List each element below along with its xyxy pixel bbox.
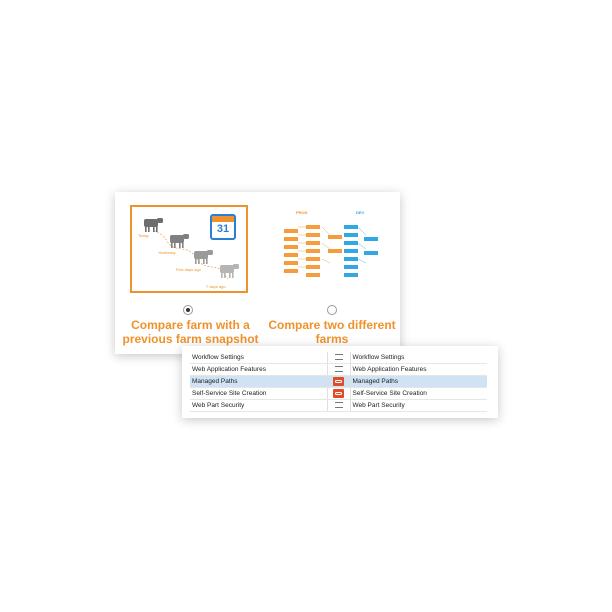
table-row[interactable]: Self-Service Site Creation Self-Service … — [190, 387, 487, 400]
two-farms-option-label[interactable]: Compare two different farms — [262, 318, 402, 346]
right-setting-name: Managed Paths — [350, 375, 487, 388]
table-row[interactable]: Managed Paths Managed Paths — [190, 375, 487, 388]
dev-server-icon — [344, 273, 358, 277]
prod-server-icon — [328, 249, 342, 253]
dev-server-icon — [344, 241, 358, 245]
dev-server-icon — [344, 249, 358, 253]
timeline-label-today: Today — [138, 233, 149, 238]
equal-icon — [334, 354, 343, 361]
snapshot-option-label-line1: Compare farm with a — [131, 318, 250, 332]
prod-farm-label: PROD — [296, 210, 308, 215]
left-setting-name: Web Application Features — [190, 363, 327, 376]
dev-server-icon — [344, 257, 358, 261]
prod-server-icon — [306, 265, 320, 269]
right-setting-name: Workflow Settings — [350, 352, 487, 364]
dev-server-icon — [364, 237, 378, 241]
prod-server-icon — [306, 225, 320, 229]
right-setting-name: Web Application Features — [350, 363, 487, 376]
right-setting-name: Web Part Security — [350, 399, 487, 412]
two-farms-option-radio[interactable] — [327, 305, 337, 315]
snapshot-option-radio[interactable] — [183, 305, 193, 315]
equal-icon — [334, 402, 343, 409]
timeline-label-yesterday: Yesterday — [158, 250, 176, 255]
two-farms-option-card[interactable]: PROD DEV — [268, 205, 386, 293]
prod-server-icon — [306, 273, 320, 277]
table-row[interactable]: Web Application Features Web Application… — [190, 363, 487, 376]
dev-server-icon — [344, 225, 358, 229]
left-setting-name: Web Part Security — [190, 399, 327, 412]
snapshot-option-label-line2: previous farm snapshot — [122, 332, 259, 346]
prod-server-icon — [284, 245, 298, 249]
timeline-label-five-days: Five days ago — [176, 267, 201, 272]
left-setting-name: Self-Service Site Creation — [190, 387, 327, 400]
table-row[interactable]: Web Part Security Web Part Security — [190, 399, 487, 412]
timeline-label-seven-days: 7 days ago — [206, 284, 226, 289]
prod-server-icon — [284, 269, 298, 273]
left-setting-name: Workflow Settings — [190, 352, 327, 364]
cow-timeline-illustration — [144, 218, 239, 280]
equal-icon — [334, 366, 343, 373]
calendar-icon: 31 — [210, 214, 236, 240]
dev-server-icon — [344, 265, 358, 269]
dev-server-icon — [364, 251, 378, 255]
dev-farm-label: DEV — [356, 210, 365, 215]
snapshot-option-card[interactable]: 31 Today Yesterday Five days ago 7 days … — [130, 205, 248, 293]
left-setting-name: Managed Paths — [190, 375, 327, 388]
prod-server-icon — [306, 249, 320, 253]
two-farms-option-label-line2: farms — [315, 332, 349, 346]
difference-icon — [333, 389, 344, 398]
prod-server-icon — [284, 229, 298, 233]
prod-server-icon — [284, 261, 298, 265]
prod-server-icon — [306, 257, 320, 261]
dev-server-icon — [344, 233, 358, 237]
prod-server-icon — [284, 253, 298, 257]
prod-server-icon — [328, 235, 342, 239]
two-farms-option-label-line1: Compare two different — [268, 318, 396, 332]
prod-server-icon — [306, 233, 320, 237]
difference-icon — [333, 377, 344, 386]
right-setting-name: Self-Service Site Creation — [350, 387, 487, 400]
table-row[interactable]: Workflow Settings Workflow Settings — [190, 352, 487, 364]
farm-topology-diagram — [298, 226, 367, 268]
calendar-day-number: 31 — [216, 223, 230, 235]
comparison-table: Workflow Settings Workflow Settings Web … — [190, 352, 487, 412]
prod-server-icon — [306, 241, 320, 245]
prod-server-icon — [284, 237, 298, 241]
snapshot-option-label[interactable]: Compare farm with a previous farm snapsh… — [118, 318, 263, 346]
